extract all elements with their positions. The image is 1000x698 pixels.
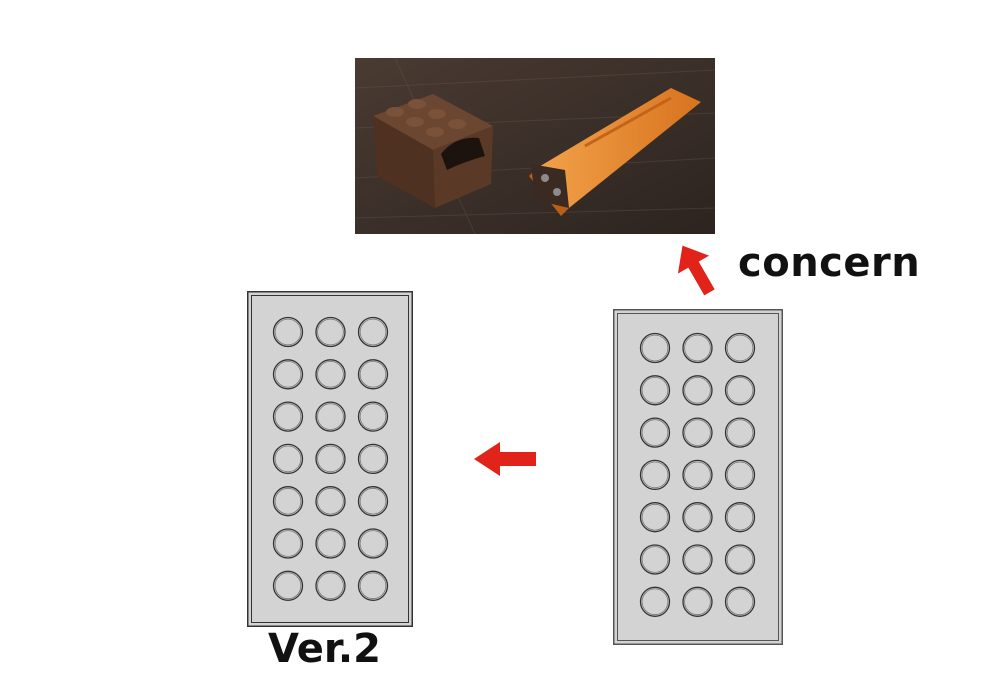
stud-inner-ring <box>274 572 302 600</box>
stud-inner-ring <box>317 572 344 600</box>
stud <box>639 375 671 406</box>
stud-inner-ring <box>684 461 711 489</box>
stud-inner-ring <box>317 445 344 473</box>
stud-inner-ring <box>726 546 754 573</box>
stud <box>682 417 713 448</box>
stud <box>639 332 671 364</box>
stud-inner-ring <box>684 503 711 531</box>
stud <box>315 401 346 432</box>
original-plate <box>613 309 783 645</box>
stud <box>315 359 346 390</box>
stud <box>639 417 671 448</box>
stud <box>682 502 713 533</box>
stud <box>272 316 304 348</box>
stud <box>315 443 346 475</box>
stud-inner-ring <box>684 334 711 362</box>
stud <box>724 375 756 406</box>
stud <box>315 528 346 559</box>
stud <box>315 316 346 348</box>
stud-inner-ring <box>317 318 344 346</box>
stud-inner-ring <box>317 403 344 430</box>
stud-inner-ring <box>684 588 711 616</box>
stud-inner-ring <box>641 377 669 404</box>
stud <box>315 570 346 601</box>
stud-inner-ring <box>274 530 302 557</box>
stud-inner-ring <box>726 461 754 489</box>
stud <box>682 375 713 406</box>
stud <box>272 359 304 390</box>
left-arrow-icon <box>474 442 536 476</box>
stud-inner-ring <box>359 445 387 473</box>
stud <box>639 459 671 491</box>
stud <box>357 486 389 517</box>
stud-inner-ring <box>684 546 711 573</box>
stud-inner-ring <box>641 503 669 531</box>
stud-inner-ring <box>641 461 669 489</box>
stud-inner-ring <box>274 403 302 430</box>
version-label: Ver.2 <box>268 626 381 672</box>
stud <box>315 486 346 517</box>
stud-inner-ring <box>726 588 754 616</box>
stud-inner-ring <box>726 334 754 362</box>
stud <box>724 332 756 364</box>
stud-inner-ring <box>684 377 711 404</box>
ver2-plate <box>247 291 413 627</box>
stud <box>682 332 713 364</box>
stud-inner-ring <box>359 318 387 346</box>
stud-inner-ring <box>359 572 387 600</box>
broken-bricks-photo <box>355 58 715 234</box>
stud-inner-ring <box>726 419 754 446</box>
studs-group <box>639 332 756 617</box>
stud-inner-ring <box>274 487 302 515</box>
stud <box>272 401 304 432</box>
stud <box>357 570 389 601</box>
stud <box>272 528 304 559</box>
stud-inner-ring <box>359 403 387 430</box>
stud-inner-ring <box>359 487 387 515</box>
stud-inner-ring <box>684 419 711 446</box>
stud <box>357 316 389 348</box>
stud <box>724 459 756 491</box>
studs-group <box>272 316 389 601</box>
stud-inner-ring <box>359 530 387 557</box>
stud-inner-ring <box>274 361 302 388</box>
stud-inner-ring <box>641 546 669 573</box>
stud-inner-ring <box>359 361 387 388</box>
stud-inner-ring <box>274 445 302 473</box>
stud <box>682 459 713 491</box>
stud-inner-ring <box>641 334 669 362</box>
stud <box>682 586 713 617</box>
stud <box>272 570 304 601</box>
stud <box>357 528 389 559</box>
stud <box>357 359 389 390</box>
orange-brick <box>529 88 701 216</box>
concern-label: concern <box>738 240 921 286</box>
brown-brick <box>373 94 493 208</box>
stud-inner-ring <box>317 530 344 557</box>
stud-inner-ring <box>726 377 754 404</box>
stud <box>272 486 304 517</box>
stud <box>724 544 756 575</box>
stud <box>724 502 756 533</box>
up-arrow-icon <box>677 245 715 296</box>
stud-inner-ring <box>317 487 344 515</box>
stud-inner-ring <box>641 419 669 446</box>
stud-inner-ring <box>317 361 344 388</box>
stud <box>639 502 671 533</box>
stud-inner-ring <box>641 588 669 616</box>
stud <box>357 443 389 475</box>
stud <box>682 544 713 575</box>
stud <box>639 586 671 617</box>
stud <box>639 544 671 575</box>
stud-inner-ring <box>274 318 302 346</box>
stud <box>357 401 389 432</box>
stud <box>272 443 304 475</box>
stud <box>724 417 756 448</box>
stud <box>724 586 756 617</box>
stud-inner-ring <box>726 503 754 531</box>
